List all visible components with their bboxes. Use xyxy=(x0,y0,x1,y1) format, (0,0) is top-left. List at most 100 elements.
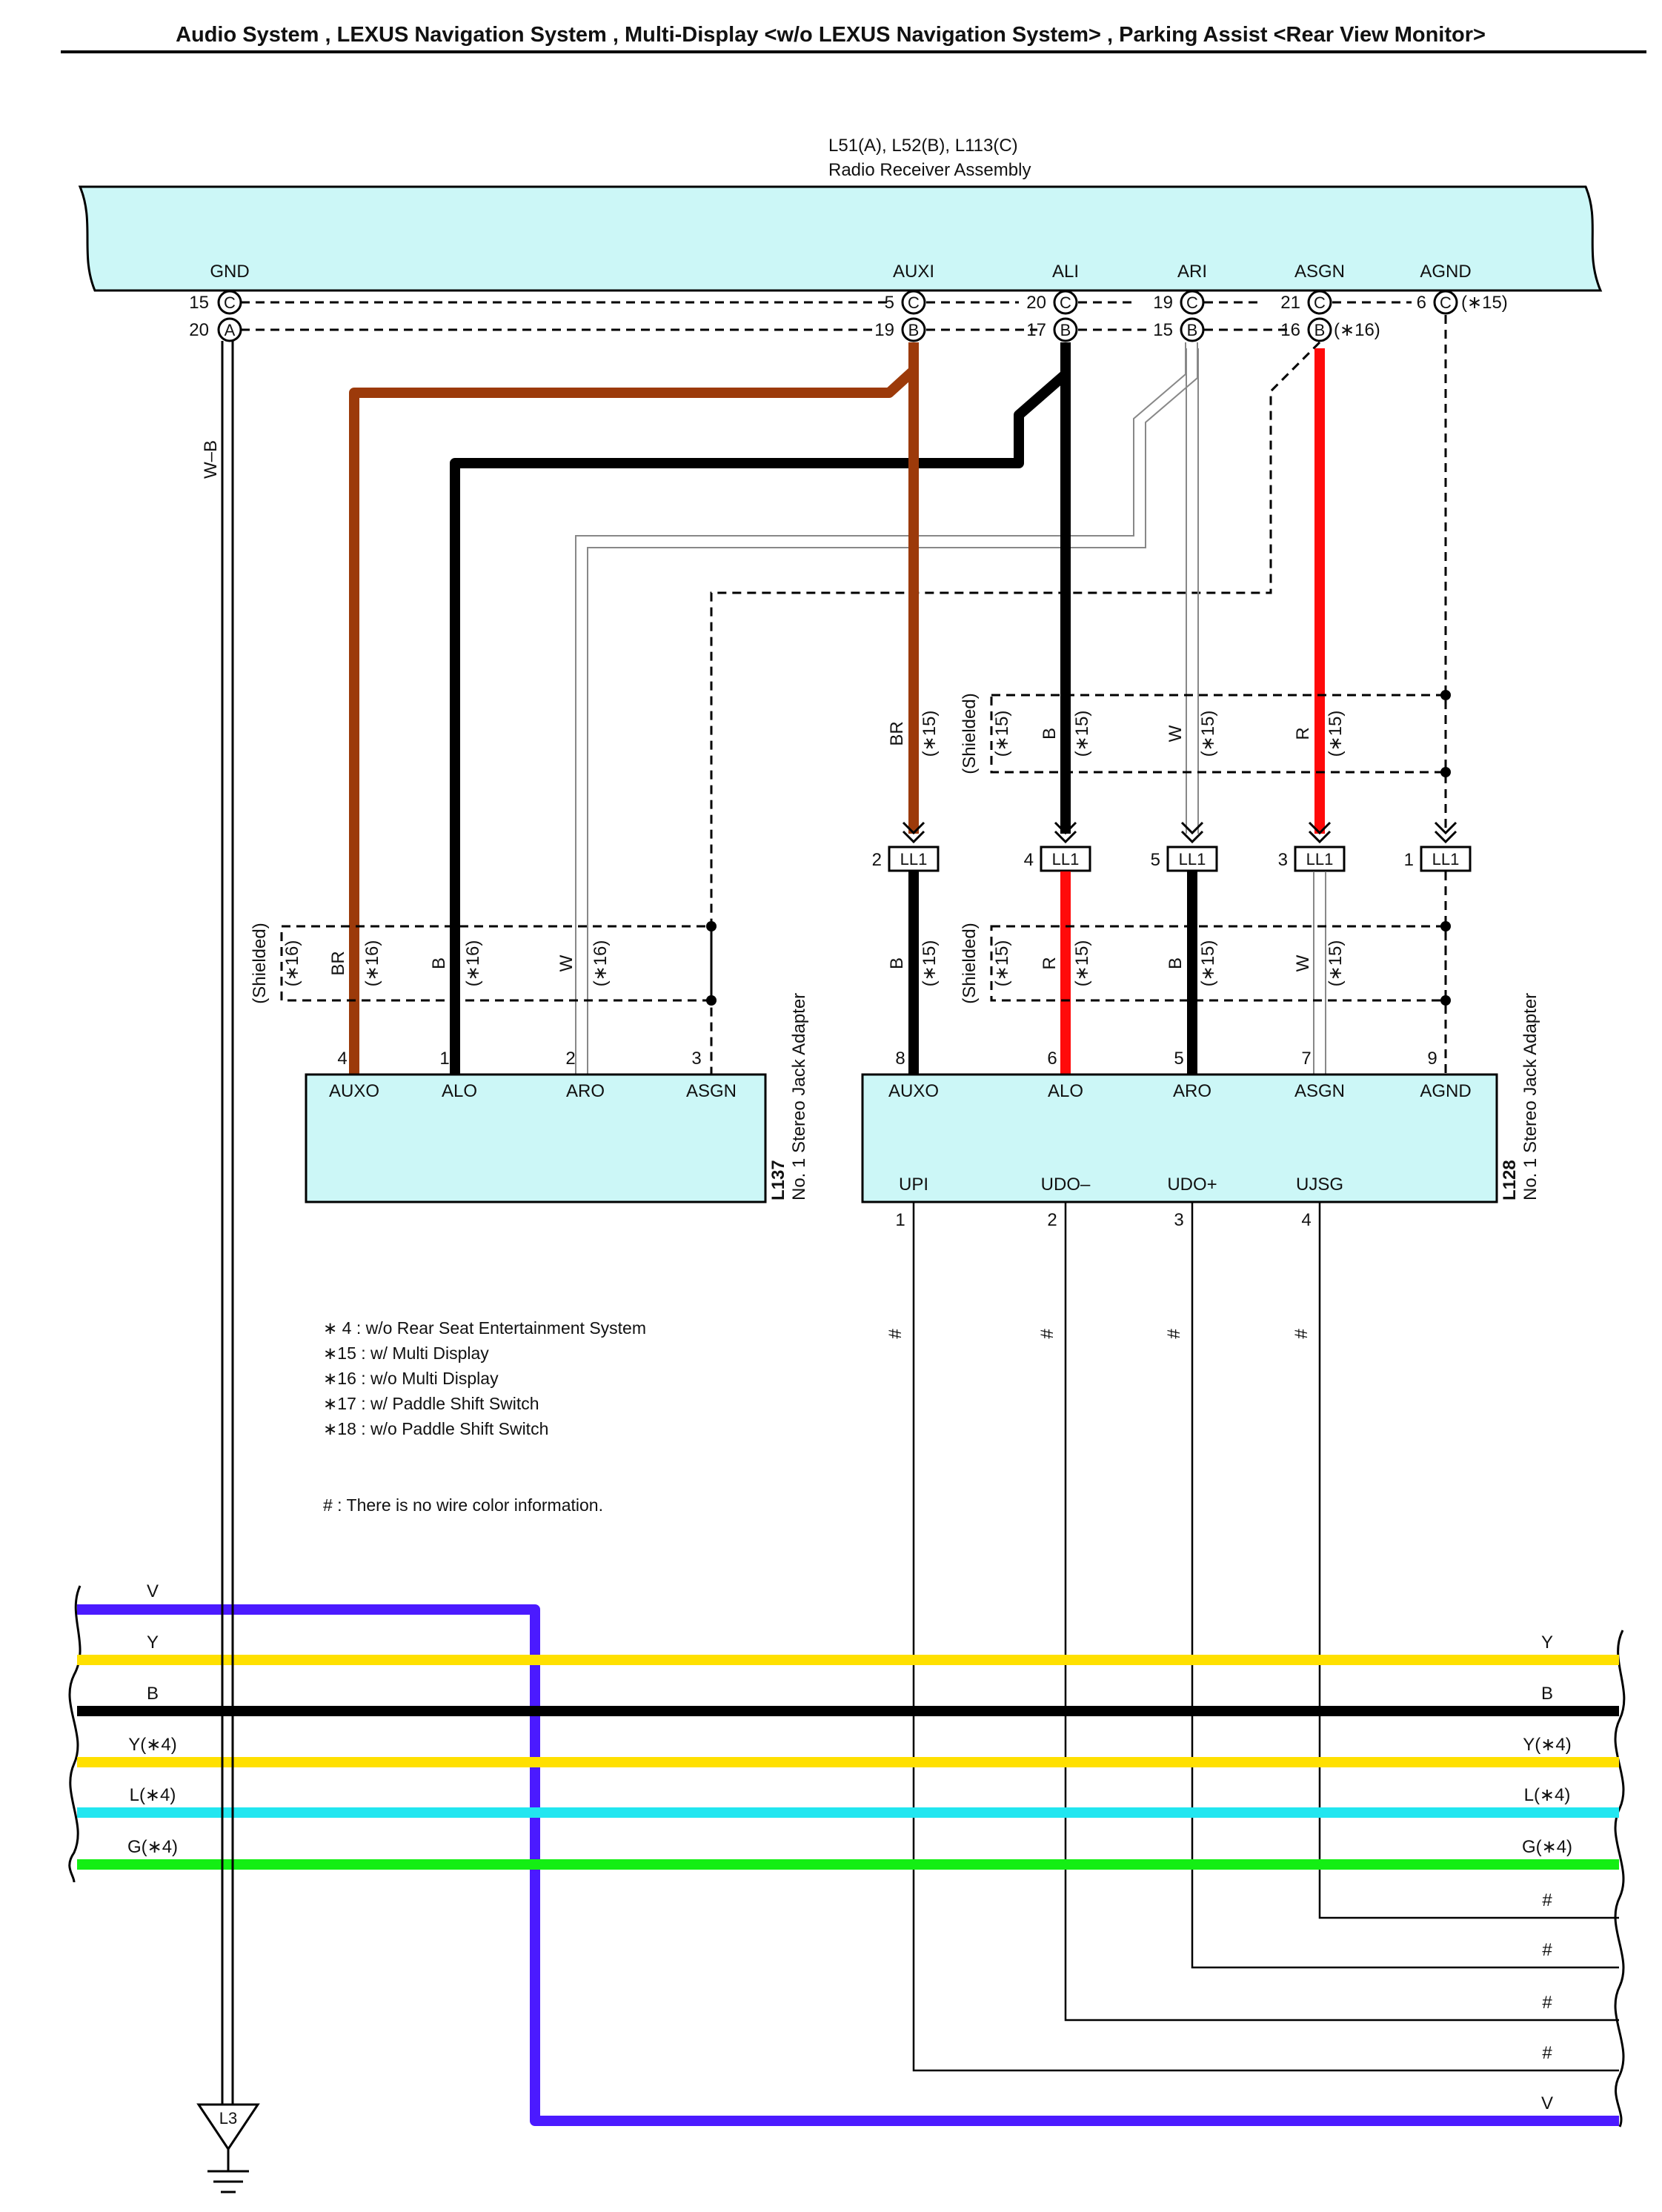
radio-term-asgn: ASGN xyxy=(1294,262,1345,282)
ll1-box xyxy=(1166,846,1218,872)
lower-wire-color: R xyxy=(1040,957,1060,969)
pin-conn: B xyxy=(908,321,920,339)
shield-dot xyxy=(1440,995,1451,1006)
signal-label-right: # xyxy=(1542,2043,1552,2063)
l128-pin: 8 xyxy=(895,1049,905,1069)
connector-dashed-rows xyxy=(241,301,1412,331)
ground-symbol xyxy=(196,2103,260,2193)
radio-code: L51(A), L52(B), L113(C) xyxy=(828,136,1018,156)
l137-adapter-box xyxy=(305,1073,767,1203)
pin-circle xyxy=(1180,317,1205,342)
signal-label-right: V xyxy=(1541,2093,1553,2113)
pin-circle xyxy=(1053,290,1078,315)
gnd-wire xyxy=(221,341,234,2105)
lower-wire-color: B xyxy=(1166,957,1186,969)
l128-term: ARO xyxy=(1173,1081,1211,1101)
l137-pin: 2 xyxy=(565,1049,575,1069)
l137-wire-color: BR xyxy=(328,951,348,975)
gnd-wire-color: W–B xyxy=(201,440,221,479)
l128-pin: 4 xyxy=(1301,1210,1311,1230)
ll1-label: LL1 xyxy=(1179,850,1206,868)
l128-term: UDO– xyxy=(1041,1175,1091,1195)
ll1-pin: 4 xyxy=(1024,850,1034,870)
shield-dot xyxy=(1440,921,1451,931)
signal-label-right: # xyxy=(1542,1993,1552,2013)
pin-conn: C xyxy=(1186,293,1198,312)
bus-label-left: L(∗4) xyxy=(130,1785,176,1805)
pin-number: 15 xyxy=(1153,320,1173,340)
lower-wire-note: (∗15) xyxy=(1072,940,1092,987)
l128-adapter-box xyxy=(861,1073,1498,1203)
pin-conn: C xyxy=(1060,293,1071,312)
l128-code: L128 xyxy=(1500,1160,1520,1200)
signal-label-right: # xyxy=(1542,1940,1552,1960)
upper-shield-label: (Shielded) xyxy=(960,693,980,774)
radio-term-ali: ALI xyxy=(1052,262,1079,282)
l128-pin: 2 xyxy=(1047,1210,1057,1230)
upper-wire-color: BR xyxy=(887,721,907,745)
l137-term: AUXO xyxy=(329,1081,379,1101)
pin-circle xyxy=(1307,317,1332,342)
legend-note: ∗18 : w/o Paddle Shift Switch xyxy=(323,1419,548,1438)
lower-wire-note: (∗15) xyxy=(1198,940,1218,987)
shield-dot xyxy=(706,995,717,1006)
pin-conn: C xyxy=(908,293,920,312)
hash-mark: # xyxy=(1292,1329,1312,1339)
l137-code: L137 xyxy=(768,1160,788,1200)
upper-wire-note: (∗15) xyxy=(1326,711,1346,757)
ll1-box xyxy=(888,846,940,872)
ll1-label: LL1 xyxy=(900,850,928,868)
l128-name: No. 1 Stereo Jack Adapter xyxy=(1520,993,1540,1200)
ll1-pin: 1 xyxy=(1404,850,1414,870)
l137-term: ASGN xyxy=(686,1081,737,1101)
pin-note: (∗15) xyxy=(1461,293,1508,313)
radio-term-gnd: GND xyxy=(210,262,249,282)
lower-wire-note: (∗15) xyxy=(920,940,940,987)
upper-wire-note: (∗15) xyxy=(1198,711,1218,757)
shield-dot xyxy=(706,921,717,931)
legend: ∗ 4 : w/o Rear Seat Entertainment System… xyxy=(323,1318,646,1515)
connector-row-b: A 20 B 19 B 17 B 15 B 16 (∗16) xyxy=(189,317,1380,342)
bus-label-right: Y(∗4) xyxy=(1523,1735,1571,1755)
hash-mark: # xyxy=(1037,1329,1057,1339)
pin-number: 20 xyxy=(189,320,209,340)
ll1-box xyxy=(1294,846,1346,872)
radio-term-agnd: AGND xyxy=(1420,262,1471,282)
legend-note: ∗17 : w/ Paddle Shift Switch xyxy=(323,1394,539,1413)
upper-wire-note: (∗15) xyxy=(920,711,940,757)
l137-pin: 4 xyxy=(337,1049,347,1069)
l137-shield xyxy=(280,925,713,1002)
l137-wire-note: (∗16) xyxy=(362,940,382,987)
pin-conn: C xyxy=(224,293,236,312)
l137-shield-label: (Shielded) xyxy=(250,923,270,1003)
pin-circle xyxy=(217,290,242,315)
ll1-pin: 5 xyxy=(1151,850,1160,870)
l137-wire-color: W xyxy=(556,954,576,972)
pin-number: 21 xyxy=(1280,293,1300,313)
pin-number: 15 xyxy=(189,293,209,313)
pin-circle xyxy=(1433,290,1458,315)
ground-label: L3 xyxy=(219,2109,237,2128)
pin-circle xyxy=(1053,317,1078,342)
pin-circle xyxy=(901,290,926,315)
l128-term: AGND xyxy=(1420,1081,1471,1101)
hash-mark: # xyxy=(885,1329,905,1339)
bus-break-right xyxy=(1614,1630,1626,2128)
pin-conn: A xyxy=(225,321,236,339)
bus-label-right: L(∗4) xyxy=(1524,1785,1571,1805)
radio-term-ari: ARI xyxy=(1177,262,1207,282)
pin-number: 6 xyxy=(1417,293,1426,313)
l128-term: ALO xyxy=(1048,1081,1083,1101)
l137-pin: 1 xyxy=(439,1049,449,1069)
pin-conn: B xyxy=(1060,321,1071,339)
legend-note: ∗ 4 : w/o Rear Seat Entertainment System xyxy=(323,1318,646,1338)
lower-wire-color: B xyxy=(887,957,907,969)
lower-shield-note: (∗15) xyxy=(992,940,1012,987)
bus-label-right: Y xyxy=(1541,1633,1553,1653)
l128-pin: 6 xyxy=(1047,1049,1057,1069)
pin-conn: B xyxy=(1314,321,1326,339)
bus-label-left: Y(∗4) xyxy=(128,1735,176,1755)
pin-number: 5 xyxy=(885,293,894,313)
l128-signal-wires xyxy=(912,1202,1619,2072)
l128-pin: 1 xyxy=(895,1210,905,1230)
